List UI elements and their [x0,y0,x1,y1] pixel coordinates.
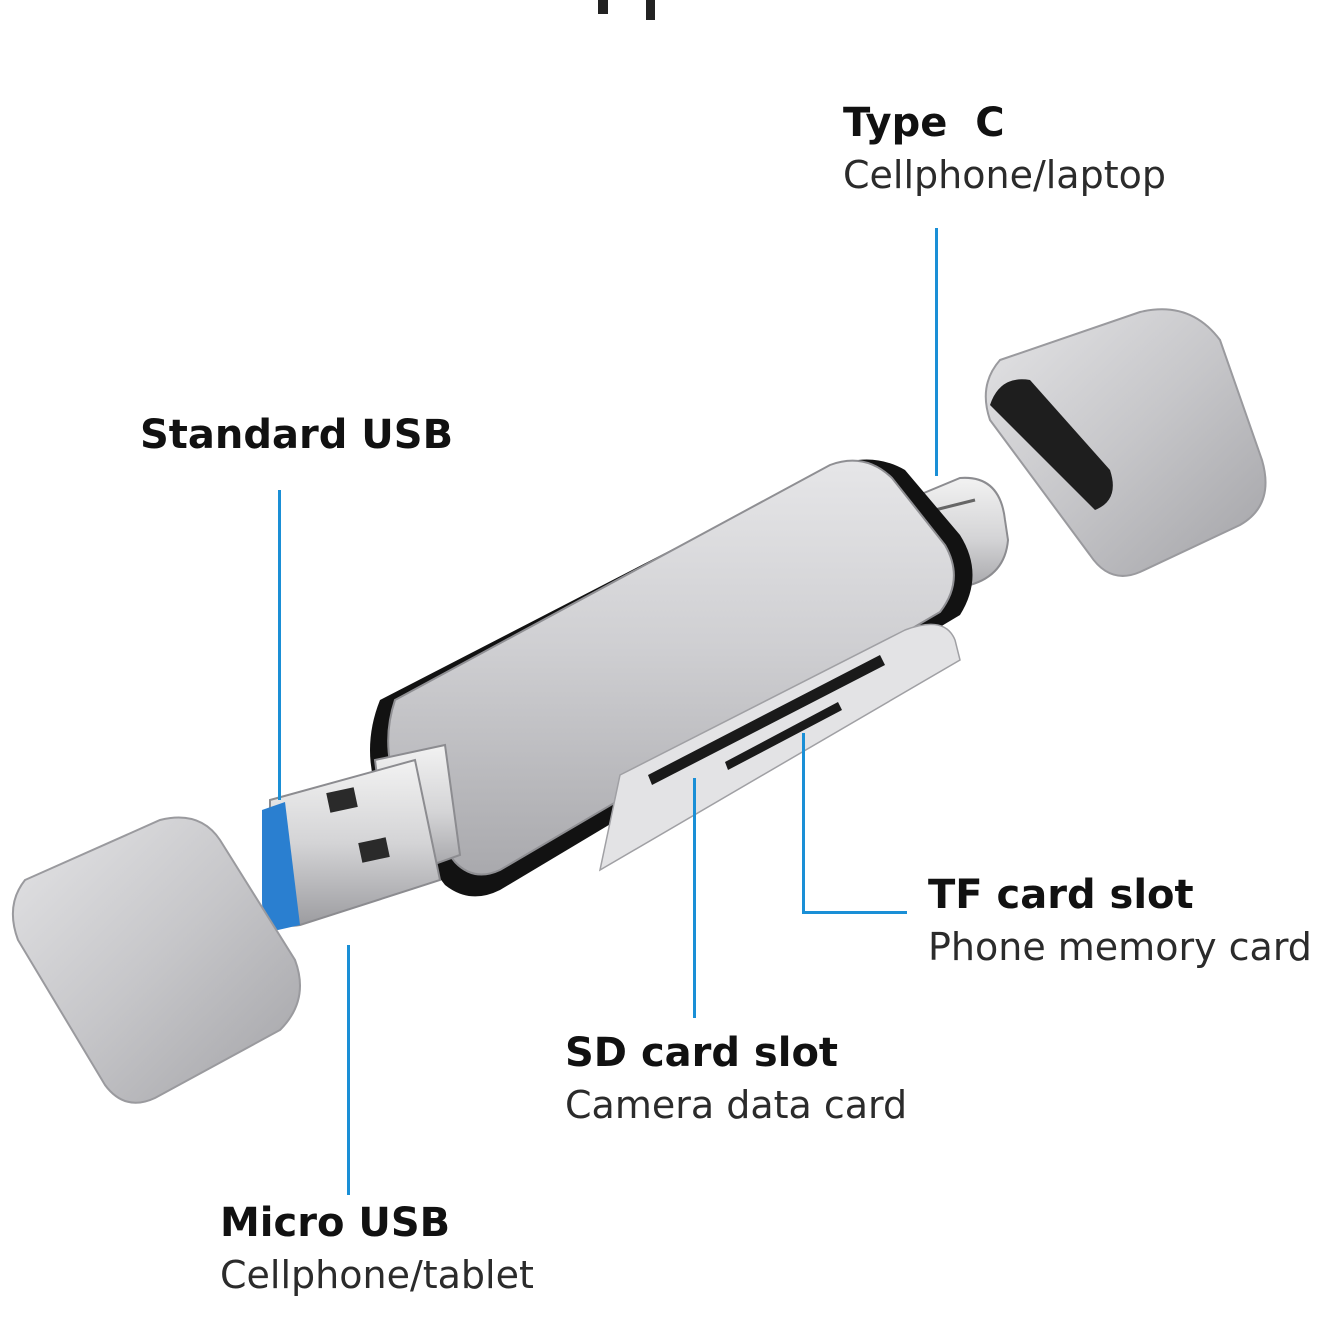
micro-usb-leader-line [347,945,350,1195]
micro-usb-title: Micro USB [220,1200,534,1246]
type-c-title: Type C [843,100,1166,146]
type-c-subtitle: Cellphone/laptop [843,154,1166,198]
micro-usb-callout: Micro USB Cellphone/tablet [220,1200,534,1298]
tf-card-leader-line-vertical [802,733,805,913]
usb-plug [262,745,460,930]
type-c-leader-line [935,228,938,476]
tf-card-leader-line-horizontal [802,911,907,914]
tf-card-title: TF card slot [928,872,1312,918]
tf-card-subtitle: Phone memory card [928,926,1312,970]
standard-usb-leader-line [278,490,281,800]
standard-usb-title: Standard USB [140,412,453,458]
type-c-callout: Type C Cellphone/laptop [843,100,1166,198]
sd-card-subtitle: Camera data card [565,1084,907,1128]
tf-card-callout: TF card slot Phone memory card [928,872,1312,970]
micro-usb-subtitle: Cellphone/tablet [220,1254,534,1298]
sd-card-callout: SD card slot Camera data card [565,1030,907,1128]
cropped-heading-fragment [598,0,655,20]
sd-card-title: SD card slot [565,1030,907,1076]
sd-card-leader-line [693,778,696,1018]
reader-body [370,459,973,896]
type-c-cap [986,309,1266,576]
standard-usb-callout: Standard USB [140,412,453,458]
usb-cap [13,818,300,1103]
